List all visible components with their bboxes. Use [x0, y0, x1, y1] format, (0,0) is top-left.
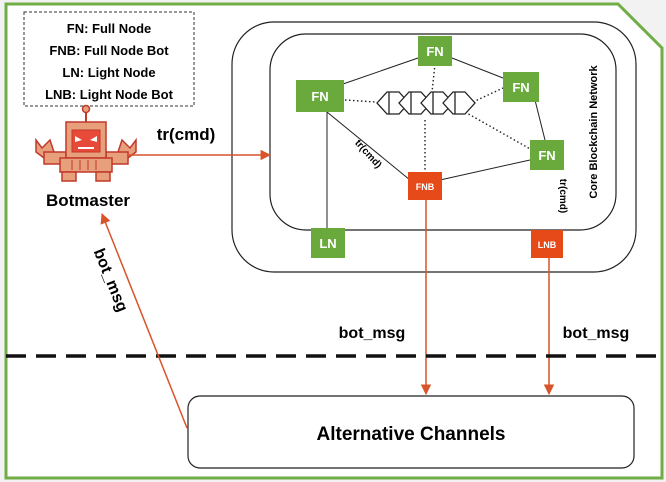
legend: FN: Full Node FNB: Full Node Bot LN: Lig…	[23, 11, 195, 107]
svg-text:FN: FN	[538, 148, 555, 163]
legend-line-fnb: FNB: Full Node Bot	[49, 43, 169, 58]
alternative-channels-label: Alternative Channels	[317, 424, 506, 445]
node-ln: LN	[311, 228, 345, 258]
botmaster-label: Botmaster	[46, 191, 130, 210]
svg-text:FN: FN	[311, 89, 328, 104]
svg-text:FN: FN	[512, 80, 529, 95]
svg-text:FNB: FNB	[416, 182, 435, 192]
legend-line-ln: LN: Light Node	[62, 65, 155, 80]
network-inner-box	[269, 33, 617, 231]
network-outer-box	[231, 21, 637, 273]
node-fn-right: FN	[530, 140, 564, 170]
tr-cmd-label: tr(cmd)	[157, 125, 216, 144]
botmaster-icon	[35, 104, 137, 182]
node-fnb: FNB	[408, 172, 442, 200]
bot-msg-lnb-label: bot_msg	[563, 325, 630, 342]
network-edges-dotted	[344, 63, 533, 172]
network-edges-solid	[326, 57, 546, 230]
legend-line-lnb: LNB: Light Node Bot	[45, 87, 173, 102]
svg-text:LNB: LNB	[538, 240, 557, 250]
bot-msg-return-arrow	[100, 213, 188, 429]
blockchain-icon	[376, 91, 476, 115]
svg-text:FN: FN	[426, 44, 443, 59]
node-lnb: LNB	[531, 230, 563, 258]
node-fn-left: FN	[296, 80, 344, 112]
alternative-channels-box	[187, 395, 635, 469]
node-fn-right-upper: FN	[503, 72, 539, 102]
network-label: Core Blockchain Network	[588, 64, 600, 198]
legend-line-fn: FN: Full Node	[67, 21, 152, 36]
node-fn-top: FN	[418, 36, 452, 66]
svg-text:LN: LN	[319, 236, 336, 251]
bot-msg-fnb-label: bot_msg	[339, 325, 406, 342]
tr-cmd-lnb-label: tr(cmd)	[557, 179, 568, 213]
frame-corner-line	[617, 3, 663, 49]
